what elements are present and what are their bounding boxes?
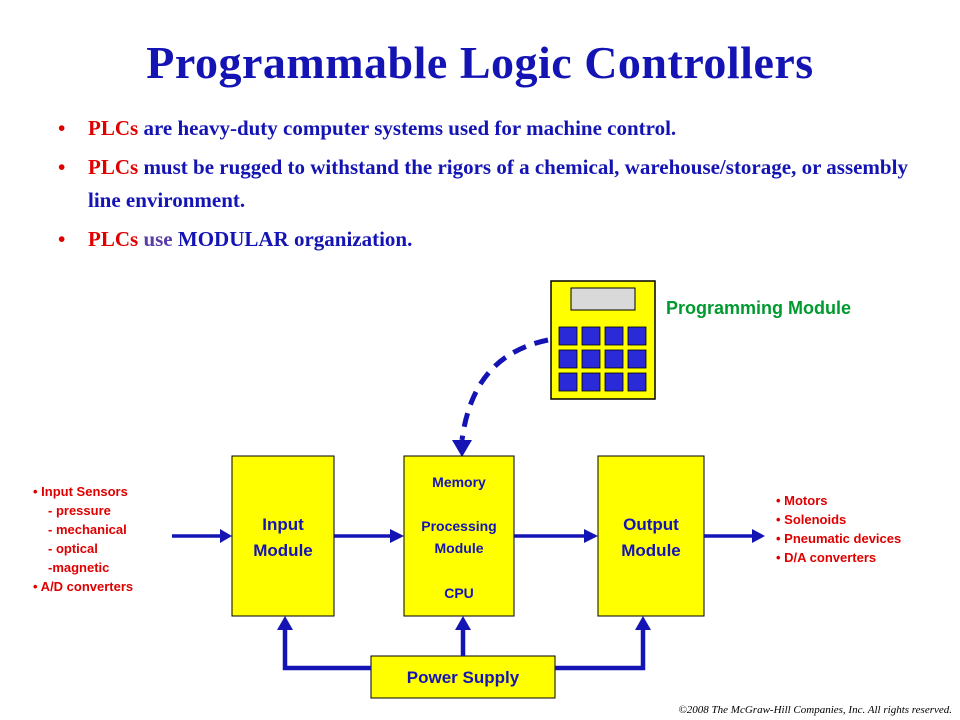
bullet-lead: PLCs xyxy=(88,155,139,179)
input-list-item: - mechanical xyxy=(48,522,127,537)
keypad-key-icon xyxy=(627,372,647,392)
output-arrowhead xyxy=(752,529,765,543)
power-line-input xyxy=(282,628,371,671)
output-module-box xyxy=(597,455,705,617)
power-arrowhead-cpu xyxy=(455,616,471,630)
bullet-dot-icon: • xyxy=(58,227,66,251)
bullet-text: use xyxy=(138,227,178,251)
keypad-key-icon xyxy=(581,349,601,369)
output-list-item: • Motors xyxy=(776,493,828,508)
power-supply-label: Power Supply xyxy=(407,668,520,687)
cpu-label: CPU xyxy=(444,585,474,601)
input-module-label-line2: Module xyxy=(253,541,313,560)
programming-link-dashed xyxy=(459,337,549,441)
bullet-lead: PLCs xyxy=(88,227,139,251)
output-list-item: • D/A converters xyxy=(776,550,876,565)
input-list-item: - pressure xyxy=(48,503,111,518)
power-supply-box xyxy=(370,655,556,699)
keypad-key-icon xyxy=(604,372,624,392)
keypad-key-icon xyxy=(558,349,578,369)
page-title: Programmable Logic Controllers xyxy=(146,37,814,88)
output-list-item: • Pneumatic devices xyxy=(776,531,901,546)
cpu-to-output-arrowhead xyxy=(584,529,598,543)
input-to-cpu-arrowhead xyxy=(390,529,404,543)
bullet-dot-icon: • xyxy=(58,116,66,140)
keypad-key-icon xyxy=(604,349,624,369)
copyright-notice: ©2008 The McGraw-Hill Companies, Inc. Al… xyxy=(678,704,952,716)
bullet-text: must be rugged to withstand the rigors o… xyxy=(88,155,908,212)
output-module-label-line2: Module xyxy=(621,541,681,560)
bullet-text: MODULAR organization. xyxy=(177,227,413,251)
display-screen-icon xyxy=(570,287,636,311)
keypad-icon xyxy=(558,326,647,392)
keypad-key-icon xyxy=(558,372,578,392)
power-arrowhead-output xyxy=(635,616,651,630)
bullet-lead: PLCs xyxy=(88,116,139,140)
bullet-dot-icon: • xyxy=(58,155,66,179)
bullet-item: • PLCs use MODULAR organization. xyxy=(58,223,918,256)
cpu-memory-label: Memory xyxy=(432,474,486,490)
power-line-output xyxy=(555,628,646,671)
input-list-item: - optical xyxy=(48,541,98,556)
keypad-key-icon xyxy=(581,372,601,392)
cpu-module-box xyxy=(403,455,515,617)
power-arrowhead-input xyxy=(277,616,293,630)
input-module-label-line1: Input xyxy=(262,515,304,534)
bullet-item: • PLCs are heavy-duty computer systems us… xyxy=(58,112,918,145)
bullet-text: are heavy-duty computer systems used for… xyxy=(138,116,677,140)
keypad-key-icon xyxy=(627,326,647,346)
programming-module-label: Programming Module xyxy=(666,298,851,318)
input-list-item: -magnetic xyxy=(48,560,109,575)
keypad-key-icon xyxy=(627,349,647,369)
bullet-item: • PLCs must be rugged to withstand the ri… xyxy=(58,151,918,217)
output-list-item: • Solenoids xyxy=(776,512,846,527)
cpu-processing-label: Processing xyxy=(421,518,496,534)
bullet-list: • PLCs are heavy-duty computer systems us… xyxy=(58,112,918,262)
input-module-box xyxy=(231,455,335,617)
input-list-item: • Input Sensors xyxy=(33,484,128,499)
keypad-key-icon xyxy=(581,326,601,346)
cpu-module-label: Module xyxy=(435,540,484,556)
programming-module xyxy=(550,280,656,400)
output-module-label-line1: Output xyxy=(623,515,679,534)
keypad-key-icon xyxy=(604,326,624,346)
programming-link-arrowhead xyxy=(452,440,472,457)
keypad-key-icon xyxy=(558,326,578,346)
input-list-item: • A/D converters xyxy=(33,579,133,594)
input-arrowhead xyxy=(220,529,232,543)
